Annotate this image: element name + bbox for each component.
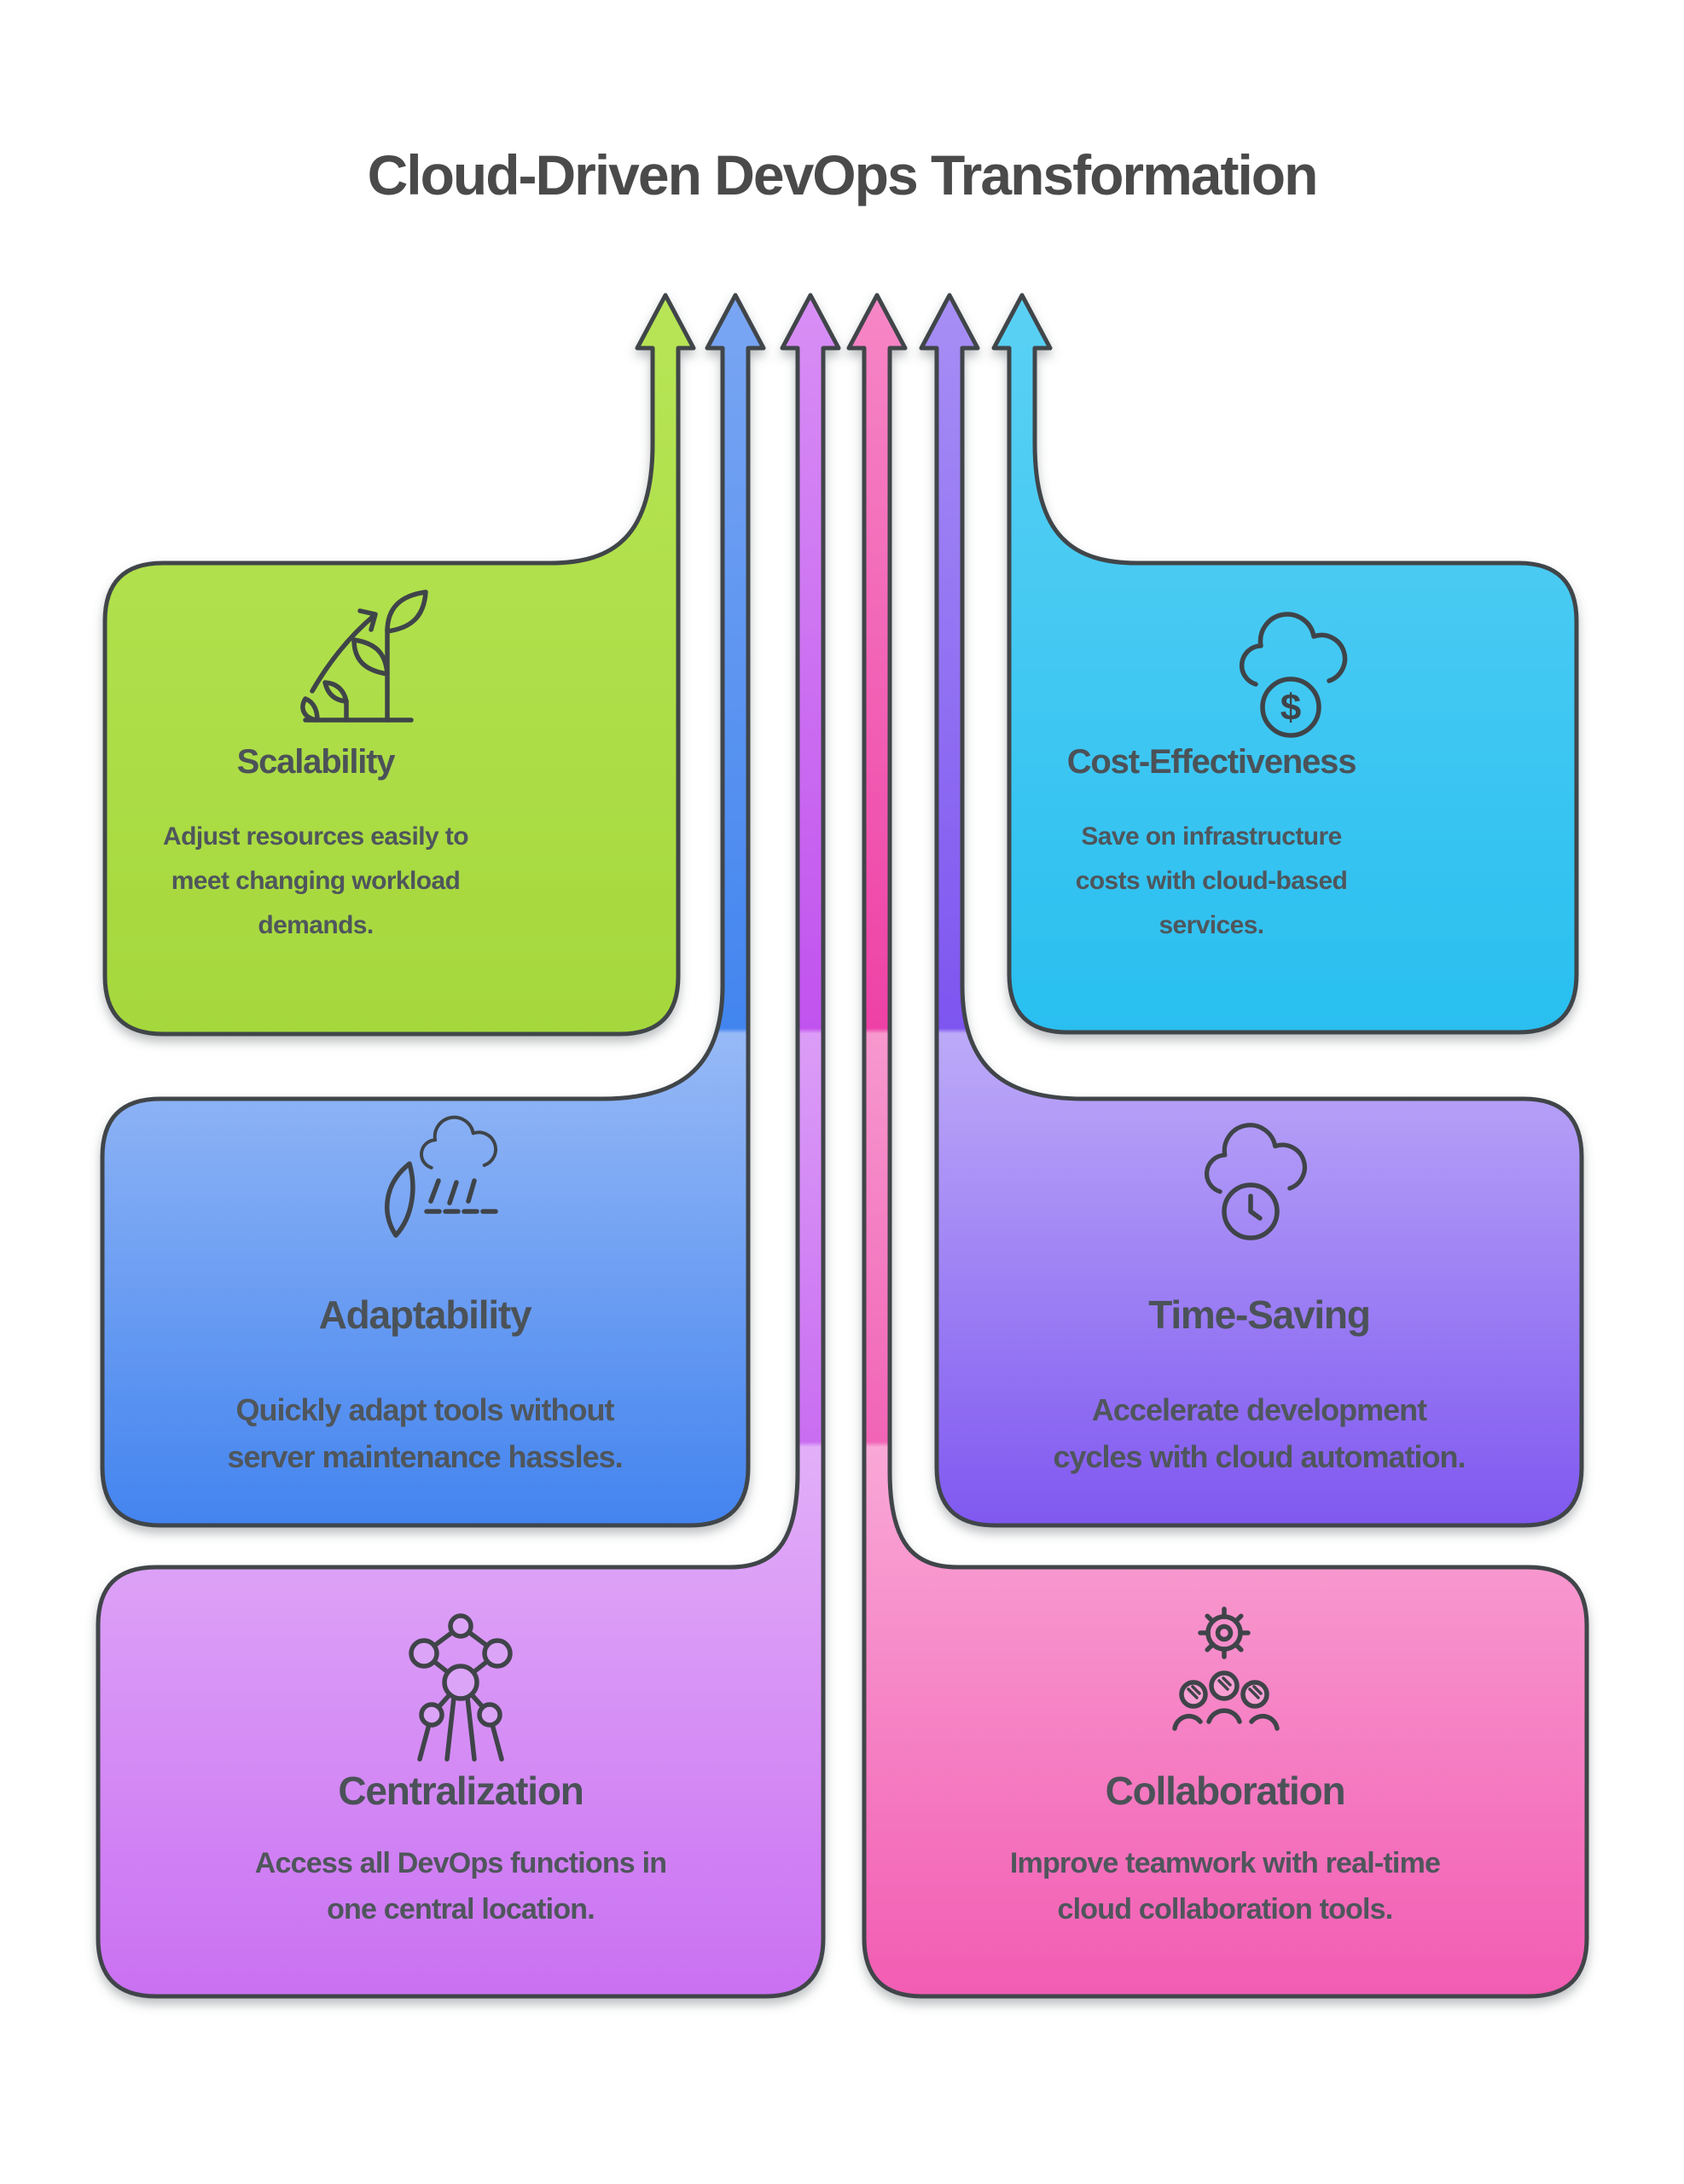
time-saving-card-shape	[919, 293, 1584, 1528]
dollar-coin-circle	[1260, 677, 1321, 738]
wind-cloud-icon	[385, 1115, 498, 1238]
collaboration-title: Collaboration	[1105, 1769, 1346, 1813]
centralization-description: Access all DevOps functions in one centr…	[254, 1847, 667, 1926]
clock-face	[1222, 1182, 1280, 1240]
node	[482, 1638, 513, 1669]
plant-mid-leaf	[351, 637, 390, 677]
scalability-card-shape	[102, 293, 696, 1037]
grass-curl	[300, 696, 320, 723]
cost-effectiveness-title: Cost-Effectiveness	[1066, 743, 1357, 781]
person-head-hatch	[1187, 1676, 1263, 1699]
dollar-glyph: $	[1280, 687, 1301, 729]
plant-top-leaf	[385, 590, 428, 634]
cloud-dollar-icon: $	[1242, 614, 1345, 738]
node	[409, 1638, 439, 1669]
person-shoulders	[1172, 1708, 1280, 1731]
gear-hole	[1215, 1623, 1234, 1642]
node	[442, 1664, 479, 1701]
collaboration-description: Improve teamwork with real-time cloud co…	[1009, 1847, 1441, 1926]
time-saving-title: Time-Saving	[1148, 1292, 1371, 1337]
gear-teeth	[1198, 1606, 1251, 1659]
clock-hands	[1248, 1194, 1263, 1221]
sprout-leaf	[322, 680, 349, 704]
time-saving-description: Accelerate development cycles with cloud…	[1053, 1392, 1466, 1474]
collaboration-card-shape	[846, 293, 1589, 1999]
node	[448, 1613, 473, 1639]
adaptability-title: Adaptability	[318, 1292, 532, 1337]
adaptability-description: Quickly adapt tools without server maint…	[227, 1392, 623, 1474]
network-nodes-icon	[409, 1613, 513, 1762]
scalability-description: Adjust resources easily to meet changing…	[163, 822, 468, 939]
rain-line	[447, 1180, 459, 1205]
gear-body	[1205, 1614, 1243, 1652]
rain-line	[466, 1178, 477, 1204]
growth-arrow-curve	[310, 613, 376, 694]
adaptability-card-shape	[100, 293, 766, 1528]
cost-effectiveness-description: Save on infrastructure costs with cloud-…	[1075, 822, 1348, 939]
team-gear-icon	[1172, 1606, 1280, 1731]
node	[419, 1702, 444, 1728]
cloud-clock-icon	[1207, 1125, 1305, 1240]
node	[477, 1702, 502, 1728]
centralization-card-shape	[96, 293, 841, 1999]
cost-effectiveness-card-shape	[991, 293, 1579, 1035]
scalability-title: Scalability	[236, 743, 396, 781]
gear-icon	[1198, 1606, 1251, 1659]
rain-line	[428, 1178, 441, 1204]
centralization-title: Centralization	[338, 1769, 584, 1813]
leaf-eye-shape	[385, 1161, 415, 1238]
page-title: Cloud-Driven DevOps Transformation	[367, 143, 1319, 206]
network-links	[417, 1623, 504, 1762]
growth-plant-icon	[300, 590, 428, 723]
growth-arrow-head	[357, 608, 378, 632]
